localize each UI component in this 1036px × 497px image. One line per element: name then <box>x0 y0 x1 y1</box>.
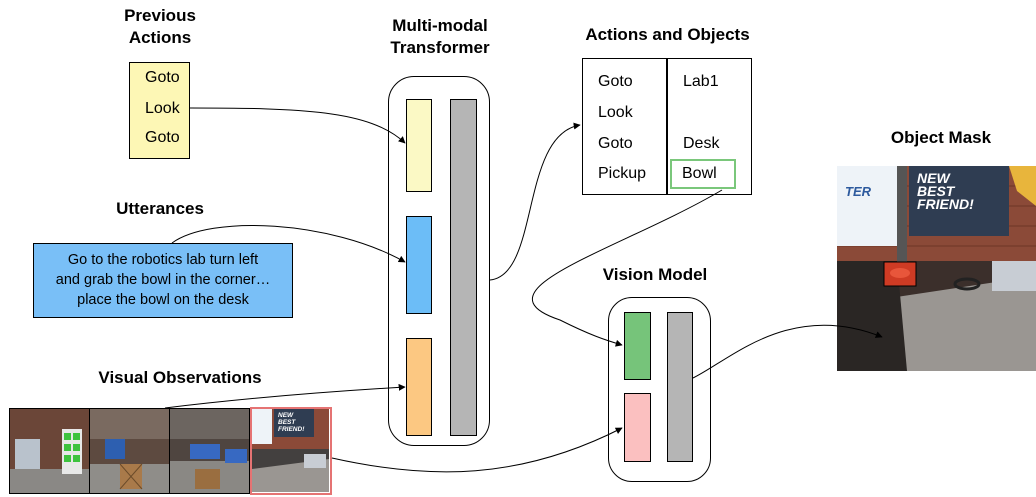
utterance-line-1: Go to the robotics lab turn left <box>67 252 259 268</box>
mask-whiteboard-text: TER <box>845 184 871 199</box>
object-row-1: Lab1 <box>683 73 719 90</box>
actions-objects-heading: Actions and Objects <box>585 25 750 44</box>
action-row-3: Goto <box>598 135 633 152</box>
visual-observations-heading: Visual Observations <box>98 368 262 387</box>
vision-output-bar <box>667 312 693 462</box>
actions-objects-table: Goto Look Goto Pickup Lab1 Desk Bowl <box>582 58 752 195</box>
action-row-1: Goto <box>598 73 633 90</box>
thumb-poster-line-3: FRIEND! <box>278 426 305 433</box>
transformer-heading-line2: Transformer <box>390 38 490 57</box>
observation-frame-4-scene <box>252 409 329 492</box>
utterance-line-3: place the bowl on the desk <box>77 292 249 308</box>
arrow-utterance-to-transformer <box>171 225 406 263</box>
observation-frame-2-scene <box>90 409 169 493</box>
observation-frame-3 <box>169 408 250 494</box>
utterance-token-bar <box>406 216 432 314</box>
mask-poster-line-1: NEW <box>917 170 950 186</box>
previous-actions-heading-line1: Previous <box>124 6 196 25</box>
previous-action-2: Look <box>145 100 180 117</box>
utterances-heading: Utterances <box>116 199 204 218</box>
vision-model-heading: Vision Model <box>602 265 708 284</box>
object-row-3: Desk <box>683 135 720 152</box>
observation-frame-3-scene <box>170 409 249 493</box>
transformer-heading-line1: Multi-modal <box>392 16 488 35</box>
observation-frame-2 <box>89 408 170 494</box>
thumb-poster-line-2: BEST <box>278 419 296 426</box>
thumb-poster-text: NEW BEST FRIEND! <box>278 412 304 433</box>
highlighted-object-label: Bowl <box>682 165 717 182</box>
mask-poster-text: NEW BEST FRIEND! <box>917 170 974 212</box>
previous-actions-box: Goto Look Goto <box>129 62 190 159</box>
previous-action-3: Goto <box>145 129 180 146</box>
observation-frame-1 <box>9 408 90 494</box>
object-mask-image: TER NEW BEST FRIEND! <box>837 166 1036 371</box>
vision-pink-bar <box>624 393 651 462</box>
thumb-poster-line-1: NEW <box>278 412 294 419</box>
visual-token-bar <box>406 338 432 436</box>
previous-actions-heading-line2: Actions <box>128 28 192 47</box>
object-mask-scene <box>837 166 1036 371</box>
arrow-vision-to-mask <box>692 324 883 379</box>
arrow-frames-to-transformer <box>164 383 406 409</box>
mask-poster-line-2: BEST <box>917 183 955 199</box>
previous-action-1: Goto <box>145 69 180 86</box>
arrow-bowl-to-vision <box>531 189 723 347</box>
highlighted-object-box: Bowl <box>670 159 736 189</box>
observation-frame-1-scene <box>10 409 89 493</box>
table-divider <box>666 59 668 194</box>
transformer-heading: Multi-modal Transformer <box>370 15 510 59</box>
actions-token-bar <box>406 99 432 192</box>
action-row-4: Pickup <box>598 165 647 182</box>
arrow-transformer-to-actions <box>489 122 581 281</box>
object-mask-heading: Object Mask <box>890 128 992 147</box>
vision-green-bar <box>624 312 651 380</box>
arrow-actions-to-transformer <box>189 107 406 144</box>
utterance-box: Go to the robotics lab turn left and gra… <box>33 243 293 318</box>
arrow-frame-to-vision <box>331 427 623 473</box>
observation-frame-4: NEW BEST FRIEND! <box>250 407 332 495</box>
previous-actions-heading: Previous Actions <box>100 5 220 49</box>
utterance-line-2: and grab the bowl in the corner… <box>55 272 271 288</box>
action-row-2: Look <box>598 104 633 121</box>
mask-poster-line-3: FRIEND! <box>917 196 974 212</box>
transformer-output-bar <box>450 99 477 436</box>
